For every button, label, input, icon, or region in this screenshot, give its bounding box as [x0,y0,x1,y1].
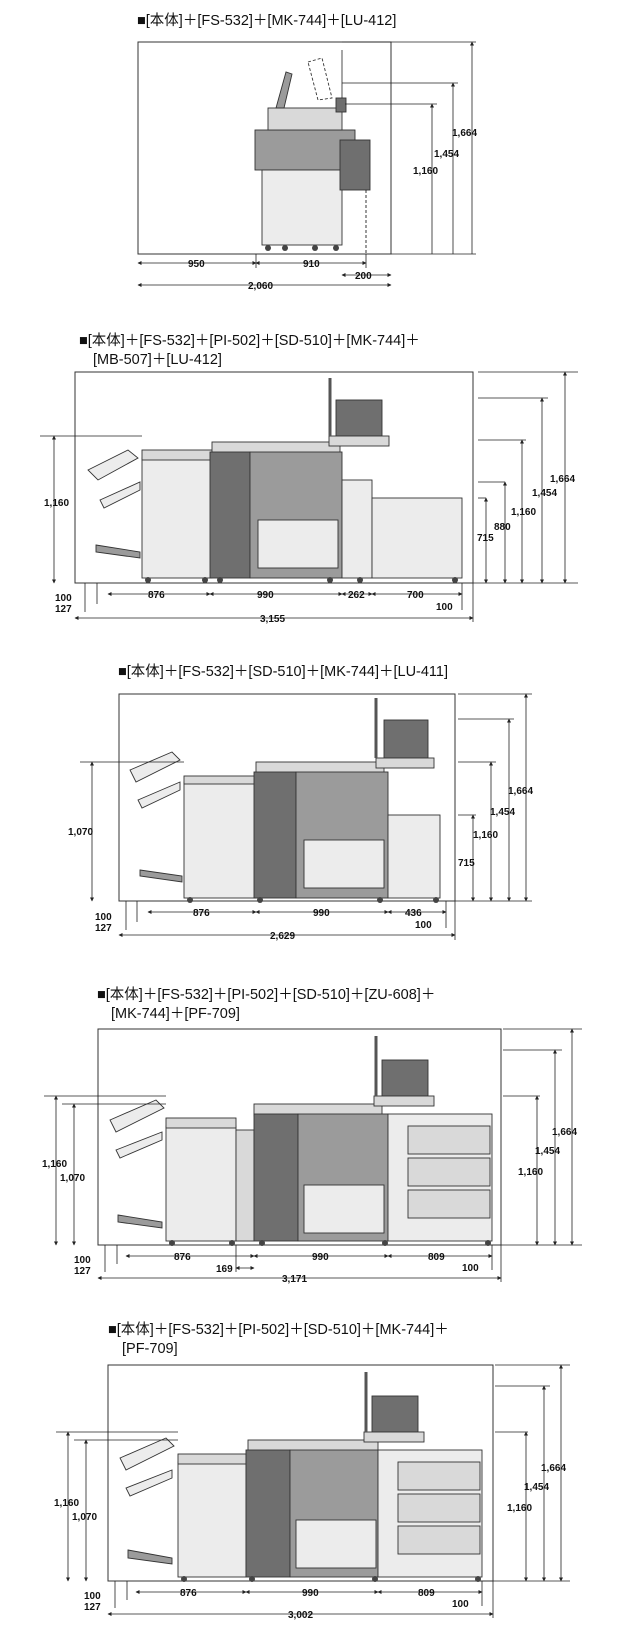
diagram-4-width-990: 990 [312,1252,329,1263]
diagram-1-height-1454: 1,454 [434,149,459,160]
diagram-3-machine [129,698,441,903]
diagram-2-frame [74,371,474,584]
diagram-5-height-1160: 1,160 [507,1503,532,1514]
diagram-3-width-100-right: 100 [415,920,432,931]
diagram-3-width-990: 990 [313,908,330,919]
diagram-5-frame [107,1364,494,1582]
diagram-4-frame [97,1028,502,1246]
diagram-5-width-total: 3,002 [288,1610,313,1621]
diagram-4-width-169: 169 [216,1264,233,1275]
diagram-3-height-715: 715 [458,858,475,869]
diagram-3-height-1664: 1,664 [508,786,533,797]
diagram-2-title-line-1: ■[本体]＋[FS-532]＋[PI-502]＋[SD-510]＋[MK-744… [79,332,420,349]
diagram-5-machine [119,1372,483,1582]
diagram-1-height-1160: 1,160 [413,166,438,177]
diagram-3-width-436: 436 [405,908,422,919]
diagram-1-width-910: 910 [303,259,320,270]
diagram-4: ■[本体]＋[FS-532]＋[PI-502]＋[SD-510]＋[ZU-608… [42,986,582,1285]
diagram-2-height-880: 880 [494,522,511,533]
diagram-4-title-line-1: ■[本体]＋[FS-532]＋[PI-502]＋[SD-510]＋[ZU-608… [97,986,435,1003]
diagram-2-width-700: 700 [407,590,424,601]
diagram-3-title: ■[本体]＋[FS-532]＋[SD-510]＋[MK-744]＋[LU-411… [118,663,448,680]
diagram-4-width-total: 3,171 [282,1274,307,1285]
diagram-5-title-line-1: ■[本体]＋[FS-532]＋[PI-502]＋[SD-510]＋[MK-744… [108,1321,449,1338]
diagram-1-width-200: 200 [355,271,372,282]
diagram-4-title-line-2: [MK-744]＋[PF-709] [111,1006,240,1022]
diagram-5-width-809: 809 [418,1588,435,1599]
diagram-5-width-990: 990 [302,1588,319,1599]
diagram-2-title-line-2: [MB-507]＋[LU-412] [93,352,222,368]
diagram-2-height-1454: 1,454 [532,488,557,499]
diagram-5-height-1454: 1,454 [524,1482,549,1493]
diagram-3-left-height: 1,070 [68,827,93,838]
diagram-5: ■[本体]＋[FS-532]＋[PI-502]＋[SD-510]＋[MK-744… [54,1321,570,1621]
diagram-5-left-height-1070: 1,070 [72,1512,97,1523]
diagram-4-left-height-1070: 1,070 [60,1173,85,1184]
diagram-4-height-1160: 1,160 [518,1167,543,1178]
diagram-3-frame [118,693,456,902]
diagram-1: ■[本体]＋[FS-532]＋[MK-744]＋[LU-412] 1,664 1… [137,12,477,292]
diagram-2-height-1160: 1,160 [511,507,536,518]
diagram-5-height-1664: 1,664 [541,1463,566,1474]
diagram-2-height-1664: 1,664 [550,474,575,485]
diagram-5-title-line-2: [PF-709] [122,1341,178,1357]
diagram-5-width-100-right: 100 [452,1599,469,1610]
diagram-2-width-100-left: 100 [55,593,72,604]
diagram-4-machine [109,1036,493,1246]
diagram-4-width-809: 809 [428,1252,445,1263]
diagram-1-width-950: 950 [188,259,205,270]
diagram-5-width-127: 127 [84,1602,101,1613]
diagram-4-width-100-left: 100 [74,1255,91,1266]
diagram-1-width-2060: 2,060 [248,281,273,292]
diagram-3: ■[本体]＋[FS-532]＋[SD-510]＋[MK-744]＋[LU-411… [68,663,533,942]
diagram-1-height-1664: 1,664 [452,128,477,139]
diagram-2-width-total: 3,155 [260,614,285,625]
diagram-1-machine [254,50,371,254]
diagram-3-width-100-left: 100 [95,912,112,923]
diagram-4-height-1664: 1,664 [552,1127,577,1138]
diagram-2-width-262: 262 [348,590,365,601]
diagram-3-width-total: 2,629 [270,931,295,942]
diagram-2-left-height: 1,160 [44,498,69,509]
diagram-1-frame [137,41,392,255]
diagram-3-width-127: 127 [95,923,112,934]
diagram-1-title: ■[本体]＋[FS-532]＋[MK-744]＋[LU-412] [137,12,396,29]
diagram-2-width-100-right: 100 [436,602,453,613]
diagram-2-width-876: 876 [148,590,165,601]
diagram-5-width-876: 876 [180,1588,197,1599]
diagram-4-width-876: 876 [174,1252,191,1263]
diagram-3-height-1454: 1,454 [490,807,515,818]
diagram-3-width-876: 876 [193,908,210,919]
diagram-2-machine [87,378,463,583]
diagram-4-left-height-1160: 1,160 [42,1159,67,1170]
diagram-2-height-715: 715 [477,533,494,544]
diagram-2-width-127: 127 [55,604,72,615]
diagram-2: ■[本体]＋[FS-532]＋[PI-502]＋[SD-510]＋[MK-744… [40,332,578,625]
diagram-3-height-1160: 1,160 [473,830,498,841]
diagram-5-width-100-left: 100 [84,1591,101,1602]
diagram-2-width-990: 990 [257,590,274,601]
diagram-4-width-127: 127 [74,1266,91,1277]
diagram-5-left-height-1160: 1,160 [54,1498,79,1509]
diagram-4-width-100-right: 100 [462,1263,479,1274]
diagram-4-height-1454: 1,454 [535,1146,560,1157]
